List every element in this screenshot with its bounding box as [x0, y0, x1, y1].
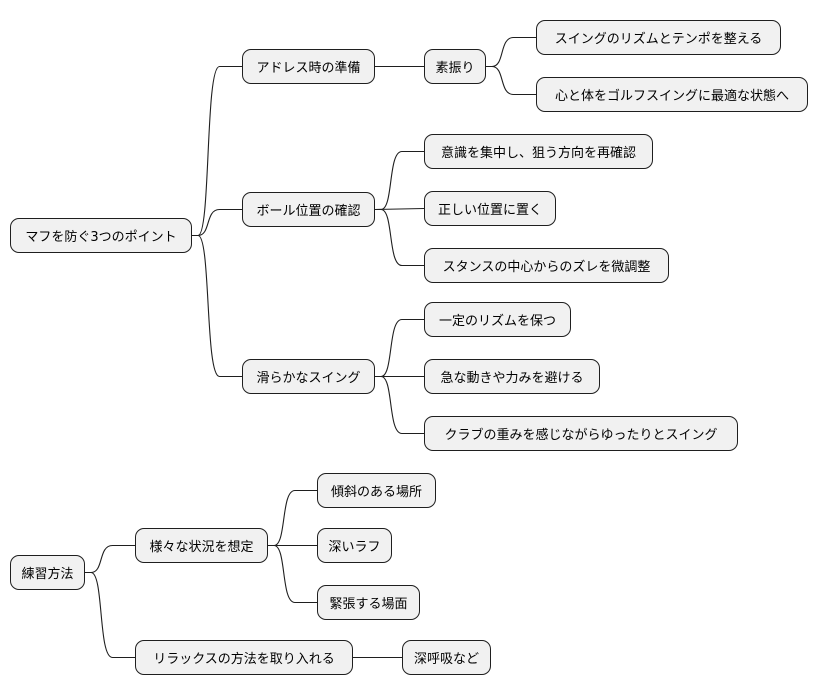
connector-node-practice-swing-to-leaf-node-rhythm-tempo	[486, 36, 536, 68]
leaf-node-slope: 傾斜のある場所	[317, 473, 436, 508]
connector-node-practice-swing-to-leaf-node-mind-body	[486, 65, 536, 96]
leaf-node-stance-adjust: スタンスの中心からのズレを微調整	[424, 248, 669, 283]
connector-root-node-fuffing-tips-to-branch-node-ball-position	[192, 208, 242, 237]
connector-branch-node-ball-position-to-leaf-node-focus-direction	[375, 150, 424, 211]
leaf-node-mind-body: 心と体をゴルフスイングに最適な状態へ	[536, 77, 808, 112]
branch-node-various-situations: 様々な状況を想定	[135, 528, 268, 563]
leaf-node-club-weight: クラブの重みを感じながらゆったりとスイング	[424, 416, 738, 451]
connector-root-node-practice-methods-to-branch-node-relaxation	[85, 571, 135, 659]
branch-node-smooth-swing: 滑らかなスイング	[242, 359, 375, 394]
leaf-node-deep-rough: 深いラフ	[317, 528, 392, 563]
connector-root-node-fuffing-tips-to-branch-node-smooth-swing	[192, 234, 242, 378]
leaf-node-tense-moment: 緊張する場面	[317, 585, 420, 620]
leaf-node-rhythm-tempo: スイングのリズムとテンポを整える	[536, 20, 781, 55]
leaf-node-keep-rhythm: 一定のリズムを保つ	[424, 302, 571, 337]
connector-branch-node-various-situations-to-leaf-node-slope	[268, 489, 317, 547]
leaf-node-focus-direction: 意識を集中し、狙う方向を再確認	[424, 134, 653, 169]
leaf-node-deep-breathing: 深呼吸など	[402, 640, 491, 675]
node-practice-swing: 素振り	[424, 49, 486, 84]
connector-branch-node-ball-position-to-leaf-node-correct-position	[374, 207, 425, 211]
connector-branch-node-various-situations-to-leaf-node-tense-moment	[268, 544, 317, 604]
branch-node-relaxation: リラックスの方法を取り入れる	[135, 640, 353, 675]
root-node-practice-methods: 練習方法	[10, 555, 85, 590]
connector-root-node-fuffing-tips-to-branch-node-address-prep	[192, 65, 242, 237]
connector-branch-node-smooth-swing-to-leaf-node-club-weight	[375, 375, 424, 435]
connector-branch-node-smooth-swing-to-leaf-node-keep-rhythm	[375, 318, 424, 378]
connector-branch-node-ball-position-to-leaf-node-stance-adjust	[375, 208, 424, 267]
connector-root-node-practice-methods-to-branch-node-various-situations	[85, 544, 135, 574]
branch-node-address-prep: アドレス時の準備	[242, 49, 375, 84]
leaf-node-avoid-tension: 急な動きや力みを避ける	[424, 359, 600, 394]
branch-node-ball-position: ボール位置の確認	[242, 192, 375, 227]
leaf-node-correct-position: 正しい位置に置く	[424, 191, 556, 226]
root-node-fuffing-tips: マフを防ぐ3つのポイント	[10, 218, 192, 253]
